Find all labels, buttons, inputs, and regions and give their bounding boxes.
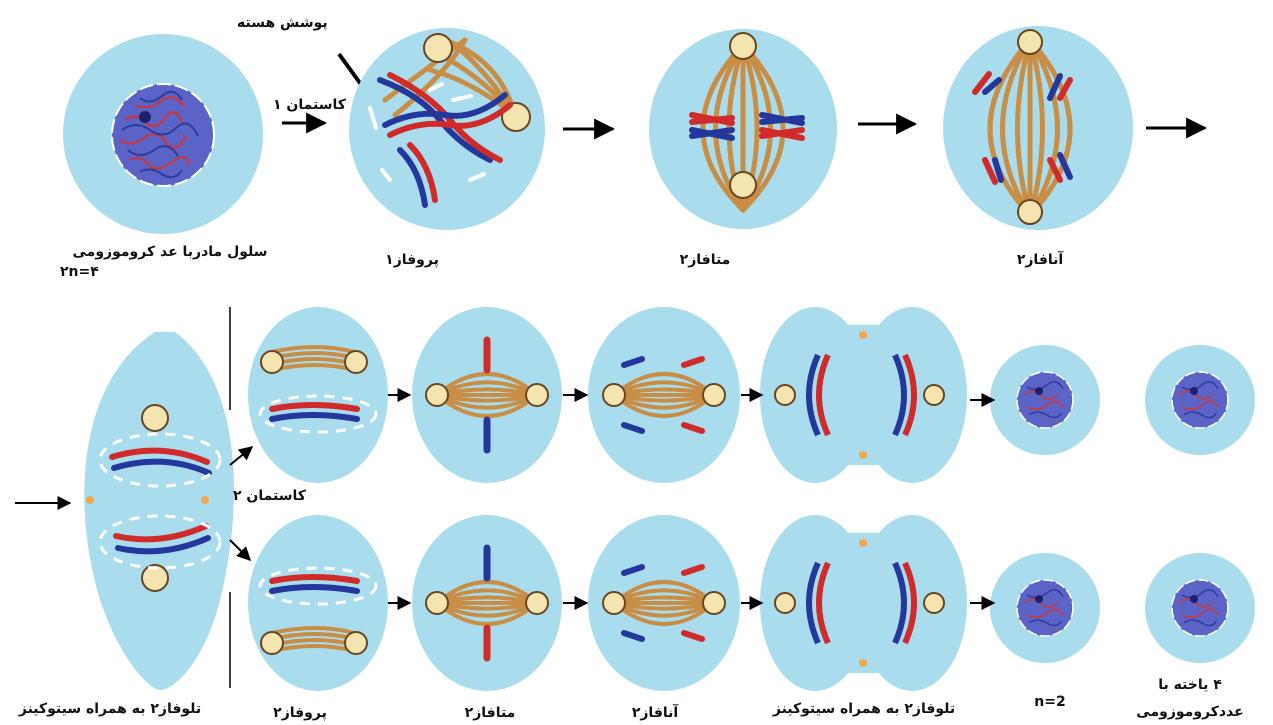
nucleolus (1035, 387, 1043, 395)
centrosome (603, 384, 625, 406)
centrosome (261, 351, 283, 373)
centrosome (345, 632, 367, 654)
daughter-nucleus (1017, 372, 1073, 428)
centrosome (603, 592, 625, 614)
centrosome (526, 384, 548, 406)
centrosome (526, 592, 548, 614)
prophase1-caption: پروفاز۱ (385, 251, 439, 269)
centrosome (703, 592, 725, 614)
centrosome (345, 351, 367, 373)
telophase2-bridge (815, 533, 912, 673)
meiosis2-label: کاستمان ۲ (233, 487, 306, 505)
four-cells-caption-1: ۴ یاخته با (1158, 676, 1222, 694)
centrosome (924, 385, 944, 405)
nucleolus (1190, 387, 1198, 395)
metaphase2-caption: متافاز۲ (465, 704, 516, 722)
cleavage-dot (859, 539, 867, 547)
telophase1-cell (84, 332, 234, 690)
daughter-nucleus (1172, 580, 1228, 636)
anaphase2-caption: آنافاز۲ (632, 704, 678, 722)
prophase2-caption: پروفاز۲ (273, 704, 327, 722)
telophase2-bridge (815, 325, 912, 465)
prophase2-cell (248, 307, 388, 483)
cleavage-dot (859, 659, 867, 667)
centrosome (703, 384, 725, 406)
daughter-nucleus (1172, 372, 1228, 428)
telophase2-caption: تلوفاز۲ به همراه سیتوکینز (773, 700, 955, 718)
centrosome (261, 632, 283, 654)
centrosome (924, 593, 944, 613)
mother-cell-caption-2: ۲n=۴ (60, 263, 99, 281)
prophase1-cell (349, 28, 545, 230)
haploid-label: n=2 (1034, 693, 1065, 711)
cleavage-dot (859, 451, 867, 459)
nuclear-envelope-label: پوشش هسته (237, 14, 328, 32)
centrosome (426, 592, 448, 614)
telophase2-left-caption: تلوفاز۲ به همراه سیتوکینز (19, 700, 201, 718)
centrosome (775, 385, 795, 405)
mother-cell (63, 34, 263, 234)
four-cells-caption-2: عددکروموزومی (1136, 703, 1243, 721)
anaphase2-top-caption: آنافاز۲ (1017, 251, 1063, 269)
centrosome (775, 593, 795, 613)
centrosome (426, 384, 448, 406)
cleavage-dot (859, 331, 867, 339)
metaphase-top-cell (649, 29, 837, 229)
mother-cell-caption-1: سلول مادربا عد کروموزومی (73, 243, 268, 261)
nucleolus (1190, 595, 1198, 603)
anaphase-top-cell (943, 26, 1133, 230)
nucleolus (1035, 595, 1043, 603)
daughter-nucleus (1017, 580, 1073, 636)
metaphase2-top-caption: متافاز۲ (680, 251, 731, 269)
meiosis1-label: کاستمان ۱ (273, 96, 346, 114)
meiosis2-rows (248, 307, 1255, 691)
